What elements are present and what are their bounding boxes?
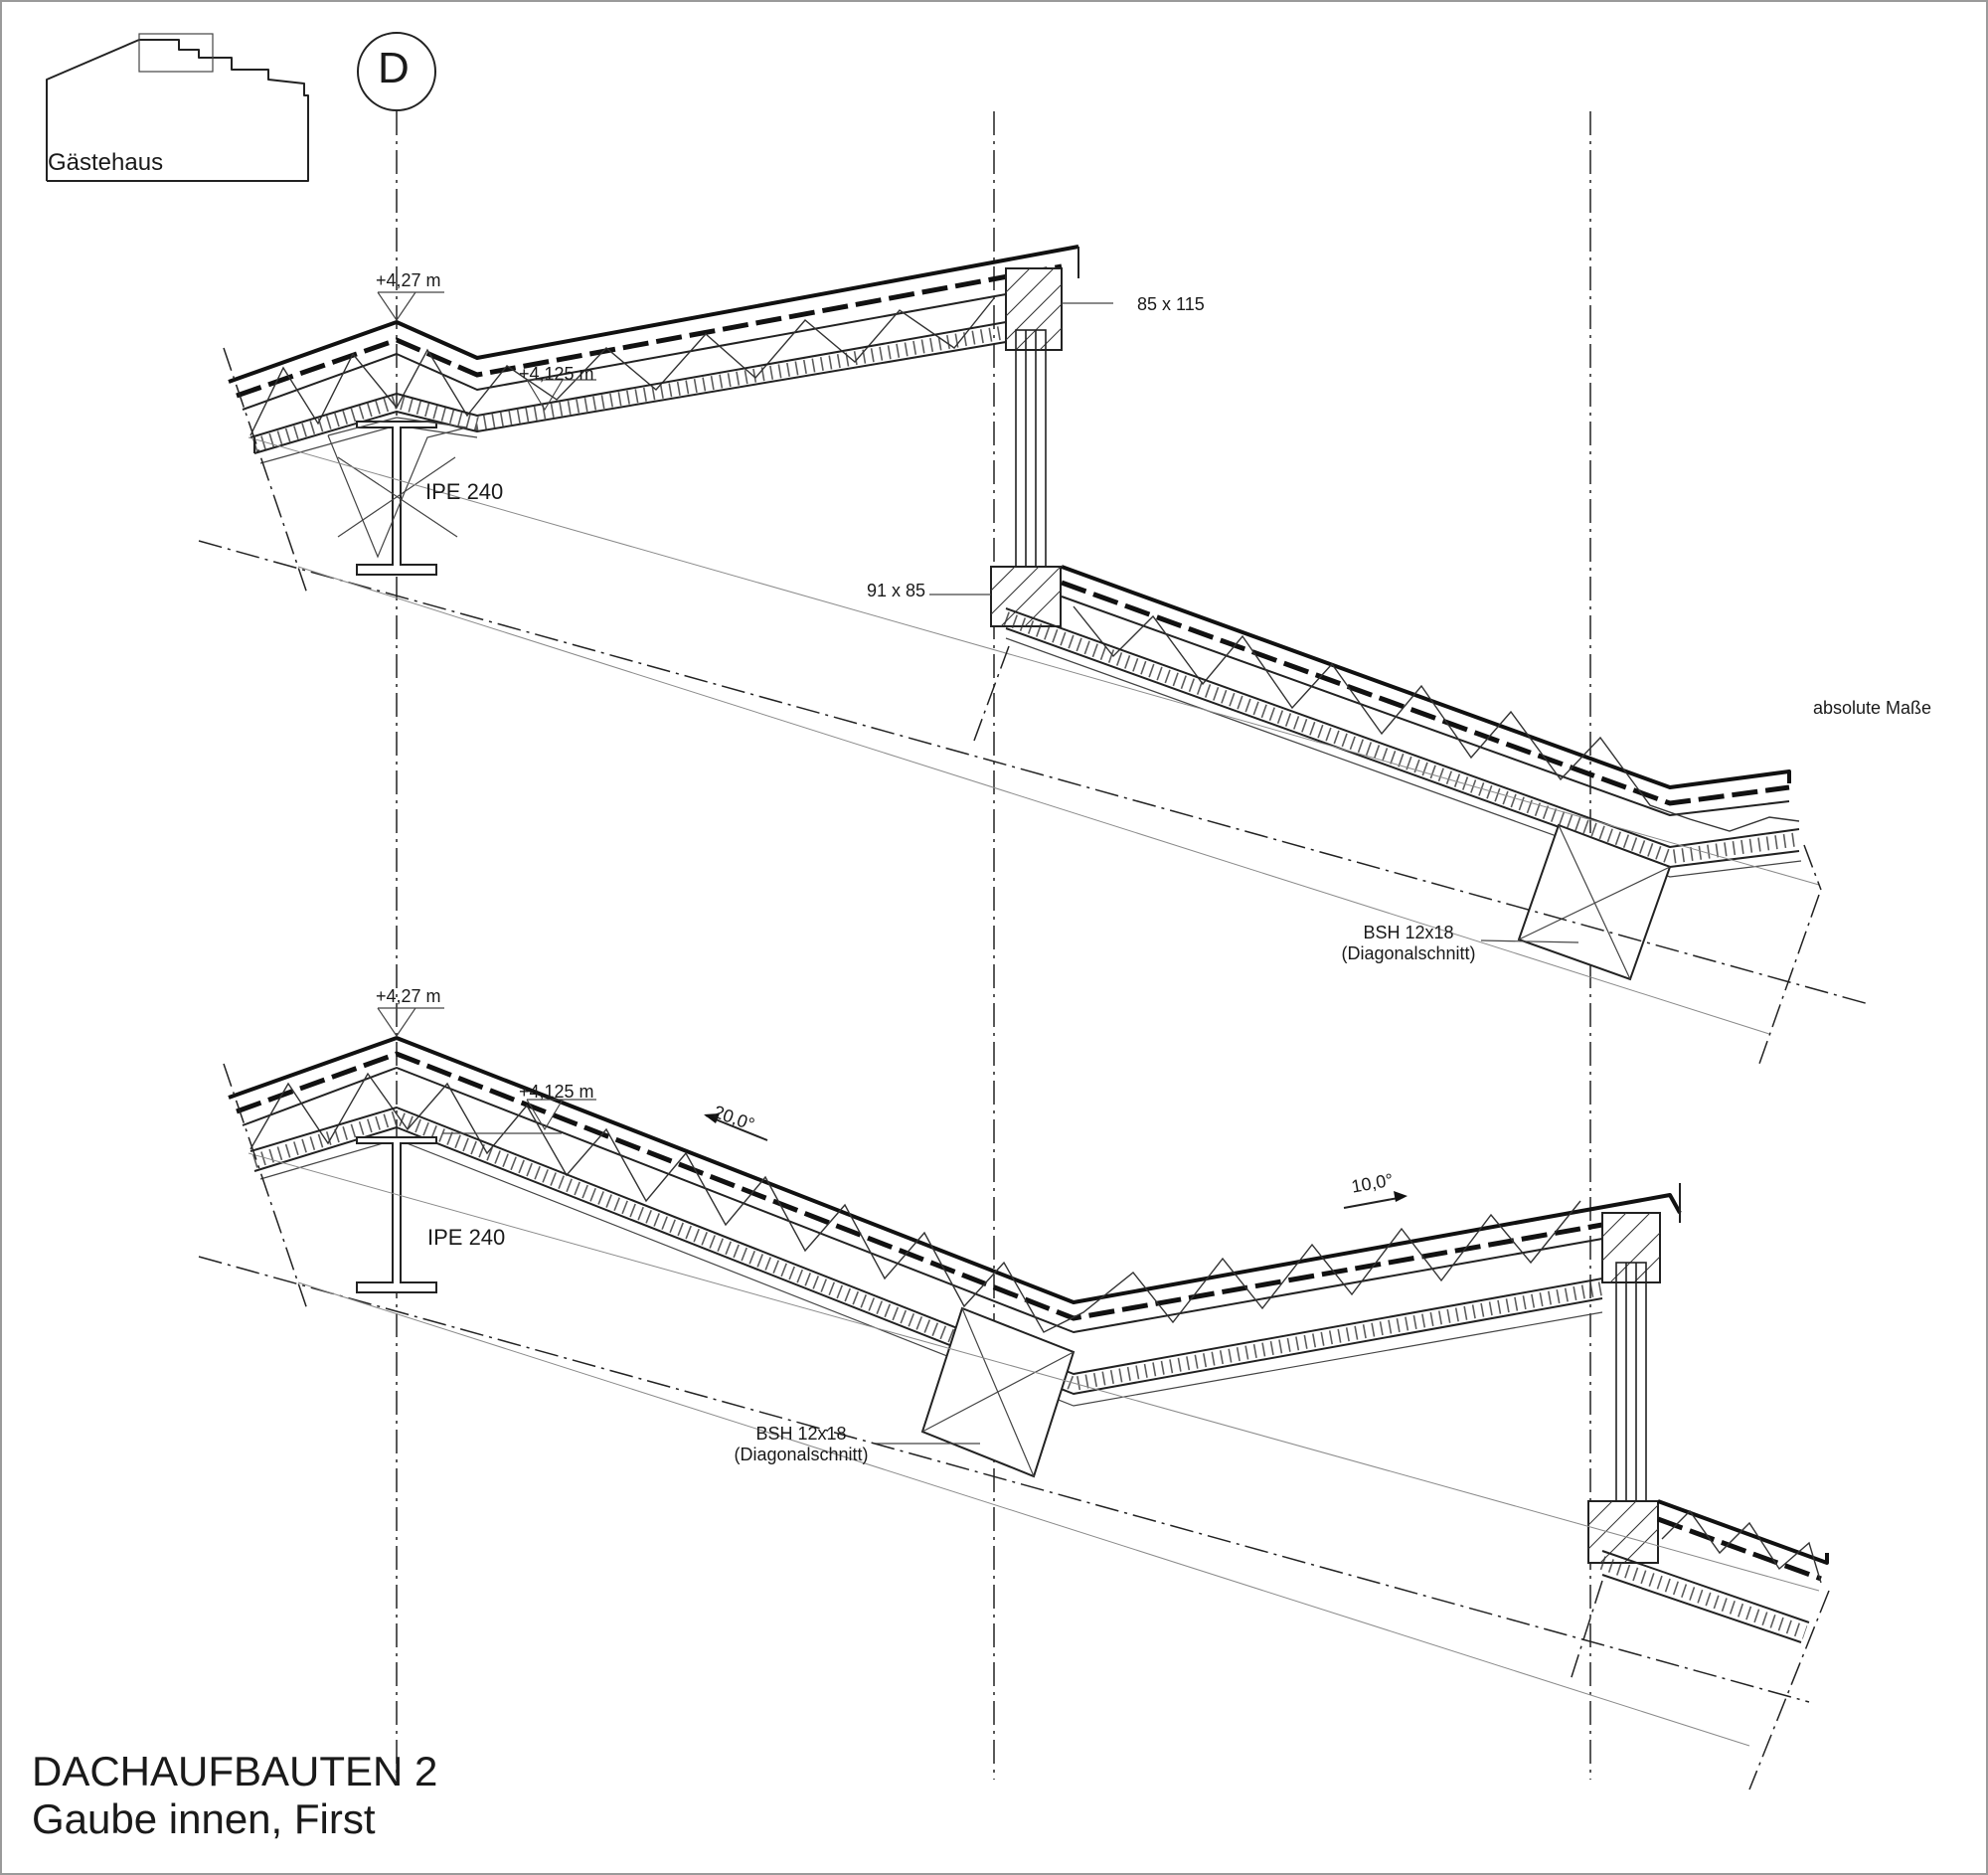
- top-glulam-label: BSH 12x18 (Diagonalschnitt): [1341, 923, 1476, 963]
- top-frame-head-label: 85 x 115: [1137, 294, 1205, 314]
- bottom-beam-label: IPE 240: [427, 1225, 506, 1250]
- key-plan-highlight: [138, 33, 214, 73]
- bottom-membrane-upper: [236, 1051, 1603, 1321]
- top-level-triangle-lower: [526, 379, 564, 412]
- note-absolute: absolute Maße: [1813, 698, 1932, 718]
- top-frame-head-timber: [1005, 267, 1063, 351]
- axis-marker-circle: [357, 32, 436, 111]
- bottom-glulam-label: BSH 12x18 (Diagonalschnitt): [734, 1424, 869, 1464]
- bottom-truss-zigzag: [249, 1072, 1581, 1333]
- bottom-level-triangle-lower: [526, 1099, 564, 1131]
- bottom-level-triangle-ridge: [377, 1007, 416, 1038]
- bottom-level-ridge: +4,27 m: [376, 986, 441, 1006]
- bottom-window-glass: [1615, 1262, 1647, 1522]
- top-frame-sill-label: 91 x 85: [867, 581, 926, 600]
- top-frame-sill-timber: [990, 566, 1062, 627]
- top-level-lower: +4,125 m: [519, 364, 594, 384]
- top-window-glass: [1015, 329, 1047, 570]
- top-truss-zigzag-right: [1073, 605, 1800, 832]
- drawing-title-line2: Gaube innen, First: [32, 1795, 376, 1842]
- bottom-level-lower: +4,125 m: [519, 1082, 594, 1102]
- bottom-frame-sill-timber: [1587, 1500, 1659, 1564]
- top-level-ridge: +4,27 m: [376, 270, 441, 290]
- bottom-frame-head-timber: [1601, 1212, 1661, 1283]
- bottom-hatch-layer: [251, 1109, 1604, 1392]
- detail-bottom: [198, 1007, 1830, 1790]
- bottom-roof-lower-right: [1657, 1499, 1829, 1565]
- top-roof-outer-right: [1061, 565, 1791, 789]
- top-level-triangle-ridge: [377, 291, 416, 322]
- axis-marker-label: D: [378, 44, 410, 92]
- top-hatch-layer-2: [1003, 611, 1800, 865]
- drawing-title-line1: DACHAUFBAUTEN 2: [32, 1748, 438, 1794]
- top-leader-glulam: [1480, 939, 1579, 943]
- top-beam-label: IPE 240: [425, 479, 504, 504]
- top-truss-zigzag: [249, 297, 995, 436]
- top-ipe-beam: [356, 421, 437, 576]
- slope-arrow-shallow: [1343, 1196, 1405, 1209]
- bottom-ipe-beam: [356, 1136, 437, 1293]
- top-roof-outer-left: [228, 245, 1079, 384]
- key-plan-sketch: [46, 33, 309, 182]
- top-membrane-upper: [236, 263, 1063, 399]
- detail-top: [198, 245, 1870, 1065]
- key-plan-label: Gästehaus: [48, 149, 164, 176]
- drawing-title: DACHAUFBAUTEN 2 Gaube innen, First: [32, 1748, 437, 1843]
- bottom-roof-outer: [228, 1036, 1682, 1304]
